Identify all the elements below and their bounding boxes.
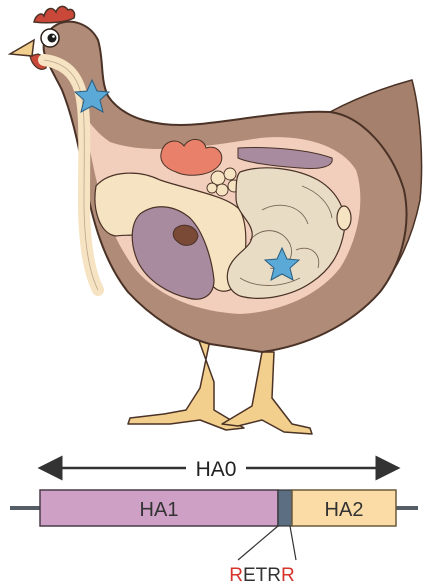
chicken-illustration xyxy=(10,6,422,434)
chicken-eye xyxy=(41,29,59,47)
cleavage-site-sequence: RETRR xyxy=(229,565,294,586)
ha-protein-bar: HA1 HA2 xyxy=(10,490,418,526)
cleavage-site-block xyxy=(278,490,292,526)
cleavage-residue-last: R xyxy=(281,565,295,586)
cleavage-residues-middle: ETR xyxy=(243,565,281,586)
ha0-label: HA0 xyxy=(196,458,237,481)
chicken-vent xyxy=(337,206,351,230)
chicken-beak xyxy=(10,40,34,56)
cleavage-site-callout: RETRR xyxy=(229,526,296,586)
chicken-legs xyxy=(128,338,312,434)
cleavage-residue-first: R xyxy=(229,565,243,586)
ha2-label: HA2 xyxy=(325,499,364,521)
ha0-span-arrow: HA0 xyxy=(40,458,398,481)
ha1-label: HA1 xyxy=(140,499,179,521)
chicken-comb xyxy=(34,6,75,22)
